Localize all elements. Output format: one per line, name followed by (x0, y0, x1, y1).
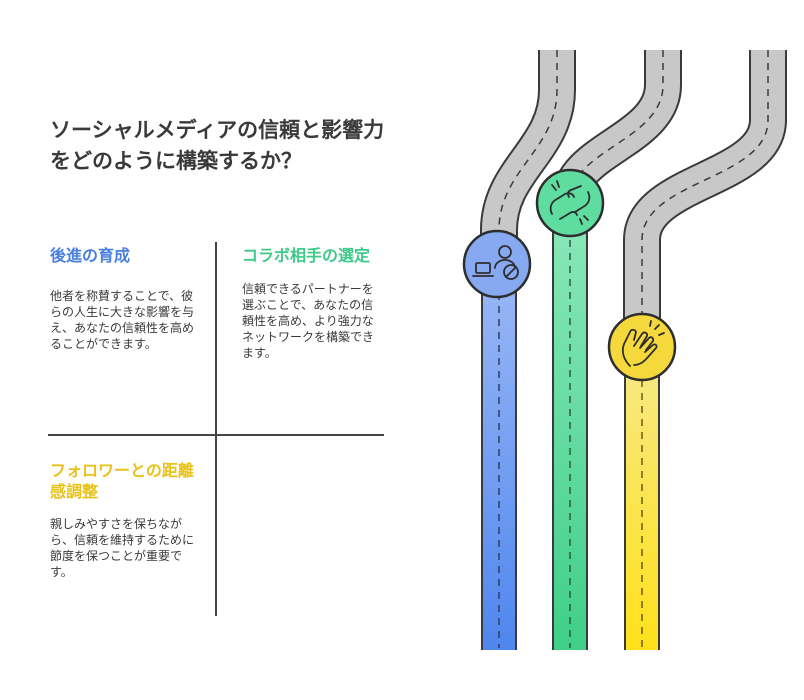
page-title: ソーシャルメディアの信頼と影響力をどのように構築するか？ (50, 118, 385, 173)
clapping-hands-icon (607, 312, 677, 382)
road-blue (480, 50, 576, 650)
follower-distance-body: 親しみやすさを保ちながら、信頼を維持するために節度を保つことが重要です。 (50, 517, 195, 579)
section-mentoring: 後進の育成 他者を称賛することで、彼らの人生に大きな影響を与え、あなたの信頼性を… (50, 245, 200, 352)
mentoring-heading: 後進の育成 (50, 246, 131, 265)
collaboration-heading: コラボ相手の選定 (242, 246, 371, 265)
vertical-divider (215, 242, 217, 616)
follower-distance-heading: フォロワーとの距離感調整 (50, 461, 194, 501)
person-laptop-icon (462, 229, 532, 299)
mentoring-body: 他者を称賛することで、彼らの人生に大きな影響を与え、あなたの信頼性を高めることが… (50, 289, 195, 351)
road-yellow (623, 50, 787, 650)
section-follower-distance: フォロワーとの距離感調整 親しみやすさを保ちながら、信頼を維持するために節度を保… (50, 460, 200, 580)
handshake-icon (535, 168, 605, 238)
section-collaboration: コラボ相手の選定 信頼できるパートナーを選ぶことで、あなたの信頼性を高め、より強… (242, 245, 384, 361)
collaboration-body: 信頼できるパートナーを選ぶことで、あなたの信頼性を高め、より強力なネットワークを… (242, 282, 375, 360)
horizontal-divider (48, 434, 384, 436)
